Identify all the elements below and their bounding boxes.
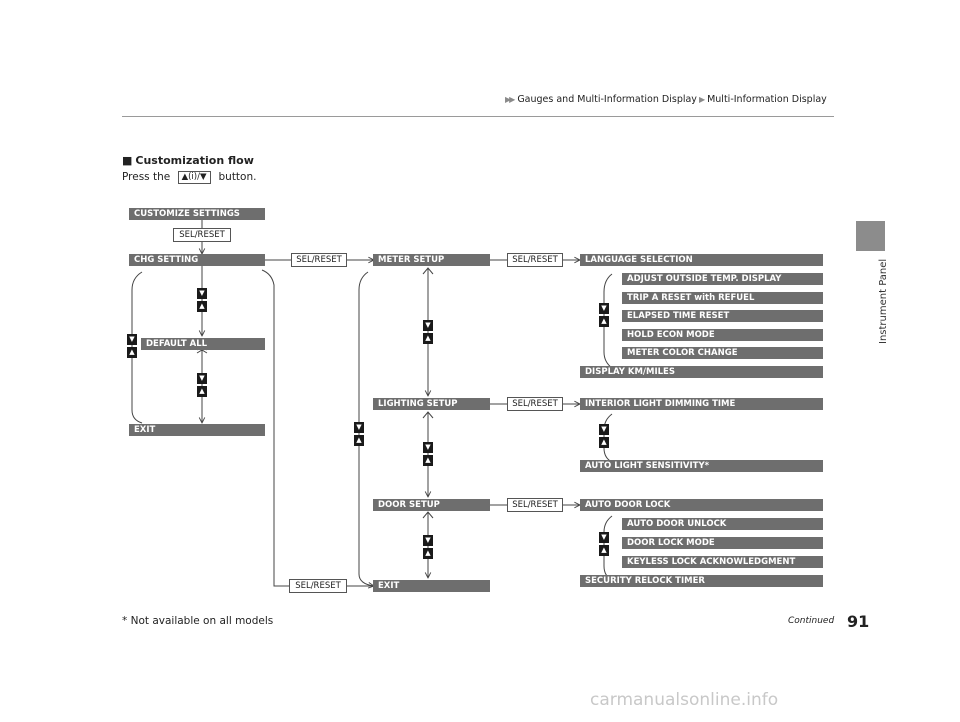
- section-tab: [856, 221, 885, 251]
- display-km-miles-item: DISPLAY KM/MILES: [580, 366, 823, 378]
- up-arrow-icon: ▲: [599, 437, 609, 448]
- door-lock-mode-item: DOOR LOCK MODE: [622, 537, 823, 549]
- breadcrumb-part-2: Multi-Information Display: [707, 94, 827, 105]
- up-arrow-icon: ▲: [599, 545, 609, 556]
- exit-mid-item: EXIT: [373, 580, 490, 592]
- down-arrow-icon: ▼: [197, 288, 207, 299]
- down-arrow-icon: ▼: [127, 334, 137, 345]
- down-arrow-icon: ▼: [599, 303, 609, 314]
- header-divider: [122, 116, 834, 117]
- down-arrow-icon: ▼: [599, 424, 609, 435]
- customize-settings-item: CUSTOMIZE SETTINGS: [129, 208, 265, 220]
- door-setup-item: DOOR SETUP: [373, 499, 490, 511]
- auto-light-sensitivity-item: AUTO LIGHT SENSITIVITY*: [580, 460, 823, 472]
- auto-door-lock-item: AUTO DOOR LOCK: [580, 499, 823, 511]
- trip-a-reset-item: TRIP A RESET with REFUEL: [622, 292, 823, 304]
- up-arrow-icon: ▲: [127, 347, 137, 358]
- sel-reset-button: SEL/RESET: [507, 498, 563, 512]
- continued-label: Continued: [788, 616, 835, 626]
- watermark: carmanualsonline.info: [590, 690, 779, 710]
- up-arrow-icon: ▲: [197, 386, 207, 397]
- sel-reset-button: SEL/RESET: [291, 253, 347, 267]
- meter-color-change-item: METER COLOR CHANGE: [622, 347, 823, 359]
- default-all-item: DEFAULT ALL: [141, 338, 265, 350]
- down-arrow-icon: ▼: [354, 422, 364, 433]
- auto-door-unlock-item: AUTO DOOR UNLOCK: [622, 518, 823, 530]
- page-number: 91: [847, 612, 870, 631]
- info-button-icon: ▲(i)/▼: [177, 171, 211, 184]
- up-arrow-icon: ▲: [599, 316, 609, 327]
- square-bullet-icon: ■: [122, 154, 133, 167]
- up-arrow-icon: ▲: [197, 301, 207, 312]
- keyless-lock-ack-item: KEYLESS LOCK ACKNOWLEDGMENT: [622, 556, 823, 568]
- down-arrow-icon: ▼: [423, 442, 433, 453]
- chg-setting-item: CHG SETTING: [129, 254, 265, 266]
- interior-light-dimming-item: INTERIOR LIGHT DIMMING TIME: [580, 398, 823, 410]
- elapsed-time-reset-item: ELAPSED TIME RESET: [622, 310, 823, 322]
- up-arrow-icon: ▲: [423, 455, 433, 466]
- footnote: * Not available on all models: [122, 615, 274, 627]
- sel-reset-button: SEL/RESET: [507, 397, 563, 411]
- down-arrow-icon: ▼: [197, 373, 207, 384]
- language-selection-item: LANGUAGE SELECTION: [580, 254, 823, 266]
- up-arrow-icon: ▲: [354, 435, 364, 446]
- breadcrumb-part-1: Gauges and Multi-Information Display: [517, 94, 697, 105]
- breadcrumb-arrow-icon: ▶▶: [505, 95, 515, 104]
- security-relock-timer-item: SECURITY RELOCK TIMER: [580, 575, 823, 587]
- up-arrow-icon: ▲: [423, 548, 433, 559]
- sel-reset-button: SEL/RESET: [507, 253, 563, 267]
- sel-reset-button: SEL/RESET: [173, 228, 231, 242]
- breadcrumb-arrow-icon: ▶: [698, 95, 706, 104]
- exit-left-item: EXIT: [129, 424, 265, 436]
- down-arrow-icon: ▼: [599, 532, 609, 543]
- sel-reset-button: SEL/RESET: [289, 579, 347, 593]
- meter-setup-item: METER SETUP: [373, 254, 490, 266]
- hold-econ-mode-item: HOLD ECON MODE: [622, 329, 823, 341]
- breadcrumb: ▶▶Gauges and Multi-Information Display▶M…: [505, 94, 827, 105]
- adjust-outside-temp-item: ADJUST OUTSIDE TEMP. DISPLAY: [622, 273, 823, 285]
- down-arrow-icon: ▼: [423, 535, 433, 546]
- instruction-text: Press the ▲(i)/▼button.: [122, 171, 257, 184]
- lighting-setup-item: LIGHTING SETUP: [373, 398, 490, 410]
- section-title: ■Customization flow: [122, 154, 254, 167]
- up-arrow-icon: ▲: [423, 333, 433, 344]
- down-arrow-icon: ▼: [423, 320, 433, 331]
